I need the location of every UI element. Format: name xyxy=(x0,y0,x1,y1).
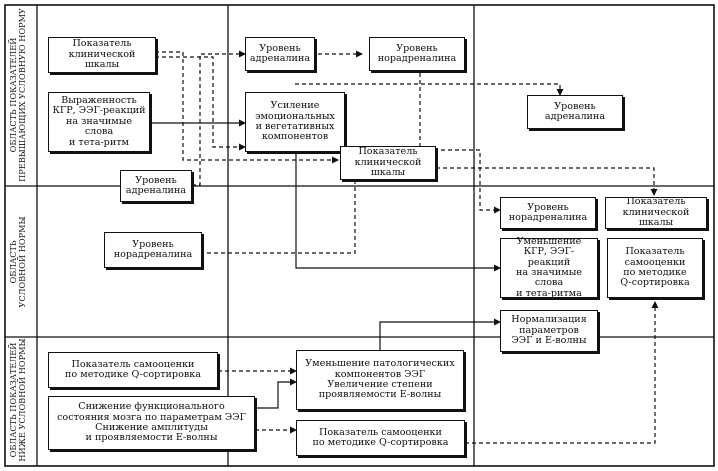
dashed-link-clinical-to-adrenaline xyxy=(155,56,246,151)
solid-link-brain-to-eeg xyxy=(255,378,297,409)
normalization-box: Нормализация параметров ЭЭГ и Е-волны xyxy=(500,310,598,352)
solid-link-eeg-to-normalization xyxy=(379,318,501,350)
self-esteem-box-2: Показатель самооценки по методике Q-сорт… xyxy=(296,420,465,456)
dashed-link-selfesteem-2-to-selfesteem-3 xyxy=(465,301,659,444)
eeg-pathology-box: Уменьшение патологических компонентов ЭЭ… xyxy=(296,350,464,410)
kgr-decrease-box: Уменьшение КГР, ЭЭГ-реакций на значимые … xyxy=(500,236,598,299)
noradrenaline-box-2: Уровень норадреналина xyxy=(369,37,465,71)
row-label-middle: ОБЛАСТЬ УСЛОВНОЙ НОРМЫ xyxy=(8,216,27,308)
adrenaline-box-2: Уровень адреналина xyxy=(245,37,315,71)
dashed-link-noradrenaline-to-noradrenaline xyxy=(419,73,501,214)
outer-frame xyxy=(4,4,715,467)
dashed-link-clinical-to-clinical-3 xyxy=(436,167,658,196)
dashed-link-noradrenaline-1-to-noradrenaline-2 xyxy=(200,171,376,254)
brain-state-box: Снижение функционального состояния мозга… xyxy=(48,396,255,450)
self-esteem-box-3: Показатель самооценки по методике Q-сорт… xyxy=(607,238,703,298)
emotional-components-box: Усиление эмоциональных и вегетативных ко… xyxy=(245,92,345,152)
clinical-scale-box-3: Показатель клинической шкалы xyxy=(605,197,707,229)
solid-link-emotional-to-kgr-decrease xyxy=(295,150,501,272)
dashed-link-adrenaline-1-to-adrenaline-2 xyxy=(192,50,246,186)
self-esteem-box-1: Показатель самооценки по методике Q-сорт… xyxy=(48,352,218,388)
adrenaline-box-3: Уровень адреналина xyxy=(527,95,623,129)
row-label-top: ОБЛАСТЬ ПОКАЗАТЕЛЕЙ ПРЕВЫШАЮЩИХ УСЛОВНУЮ… xyxy=(8,8,27,182)
noradrenaline-box-1: Уровень норадреналина xyxy=(104,232,202,268)
noradrenaline-box-3: Уровень норадреналина xyxy=(500,197,596,229)
adrenaline-box-1: Уровень адреналина xyxy=(120,170,192,202)
kgr-expression-box: Выраженность КГР, ЭЭГ-реакций на значимы… xyxy=(48,92,150,152)
clinical-scale-box-2: Показатель клинической шкалы xyxy=(340,146,436,180)
row-label-bottom: ОБЛАСТЬ ПОКАЗАТЕЛЕЙ НИЖЕ УСЛОВНОЙ НОРМЫ xyxy=(8,338,27,462)
clinical-scale-box-1: Показатель клинической шкалы xyxy=(48,37,156,73)
dashed-link-clinical-to-clinical xyxy=(155,51,339,164)
